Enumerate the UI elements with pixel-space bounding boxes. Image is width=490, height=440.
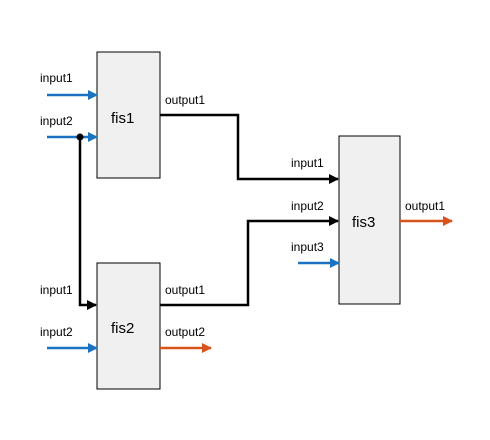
fis2-input2-label: input2	[40, 325, 73, 339]
fis2-block[interactable]: fis2	[96, 262, 161, 390]
fis2-box[interactable]	[96, 262, 161, 390]
fis1-input1-label: input1	[40, 71, 73, 85]
fis2-output2-label: output2	[165, 325, 205, 339]
fis1-output1-to-fis3-input1-connection	[160, 113, 339, 184]
input2-branch-junction	[76, 133, 84, 141]
fis3-input2-label: input2	[291, 199, 324, 213]
fis2-name: fis2	[111, 320, 134, 337]
fis3-input1-label: input1	[291, 156, 324, 170]
fis3-output1-label: output1	[405, 199, 445, 213]
fis1-block[interactable]: fis1	[96, 51, 161, 179]
input2-branch-to-fis2-input1-connection	[78, 137, 97, 310]
fis1-output1-label: output1	[165, 93, 205, 107]
fis3-name: fis3	[352, 214, 375, 231]
fis2-output1-to-fis3-input2-connection	[160, 216, 339, 307]
fis3-block[interactable]: fis3	[338, 135, 401, 305]
fis1-box[interactable]	[96, 51, 161, 179]
fis3-input3-label: input3	[291, 240, 324, 254]
fis1-input2-label: input2	[40, 114, 73, 128]
fis1-name: fis1	[111, 110, 134, 127]
fis3-box[interactable]	[338, 135, 401, 305]
fis2-output1-label: output1	[165, 283, 205, 297]
fis2-input1-label: input1	[40, 283, 73, 297]
